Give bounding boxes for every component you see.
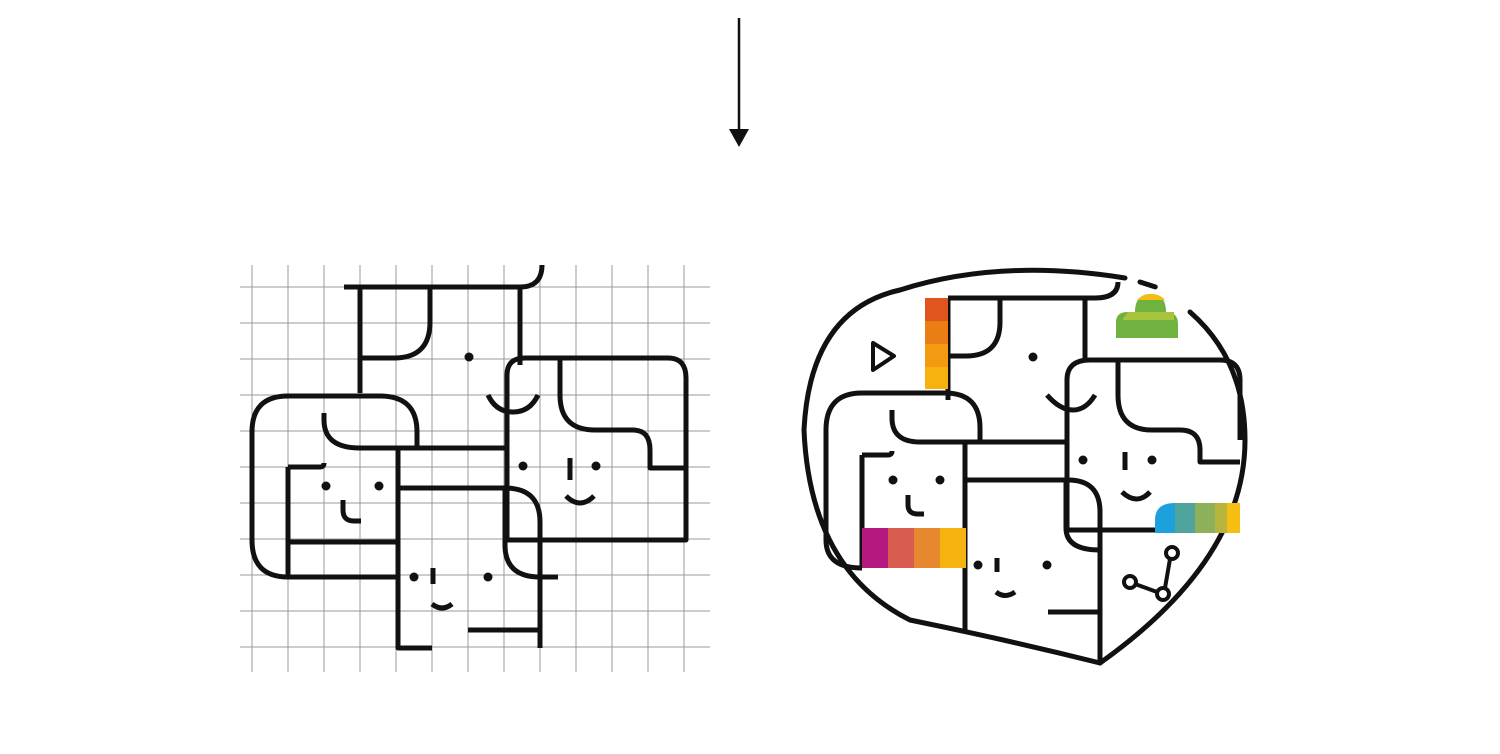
orange-color-stack bbox=[925, 298, 948, 389]
speech-bubble-panel bbox=[801, 267, 1248, 666]
grid-sketch-panel bbox=[240, 264, 710, 672]
play-triangle-icon bbox=[871, 341, 896, 372]
cloud-icon bbox=[1116, 294, 1178, 338]
warm-color-bar bbox=[862, 528, 966, 568]
cool-color-bar bbox=[1155, 503, 1240, 533]
down-arrow-icon bbox=[729, 18, 749, 147]
speech-bubble-outline bbox=[801, 267, 1248, 666]
face-outline-left bbox=[249, 393, 420, 580]
sketch-faces bbox=[249, 264, 689, 651]
face-outline-right bbox=[504, 355, 689, 543]
face-outline-top bbox=[344, 264, 545, 290]
face-outline-bottom bbox=[398, 485, 543, 648]
node-link-icon bbox=[1122, 545, 1180, 602]
